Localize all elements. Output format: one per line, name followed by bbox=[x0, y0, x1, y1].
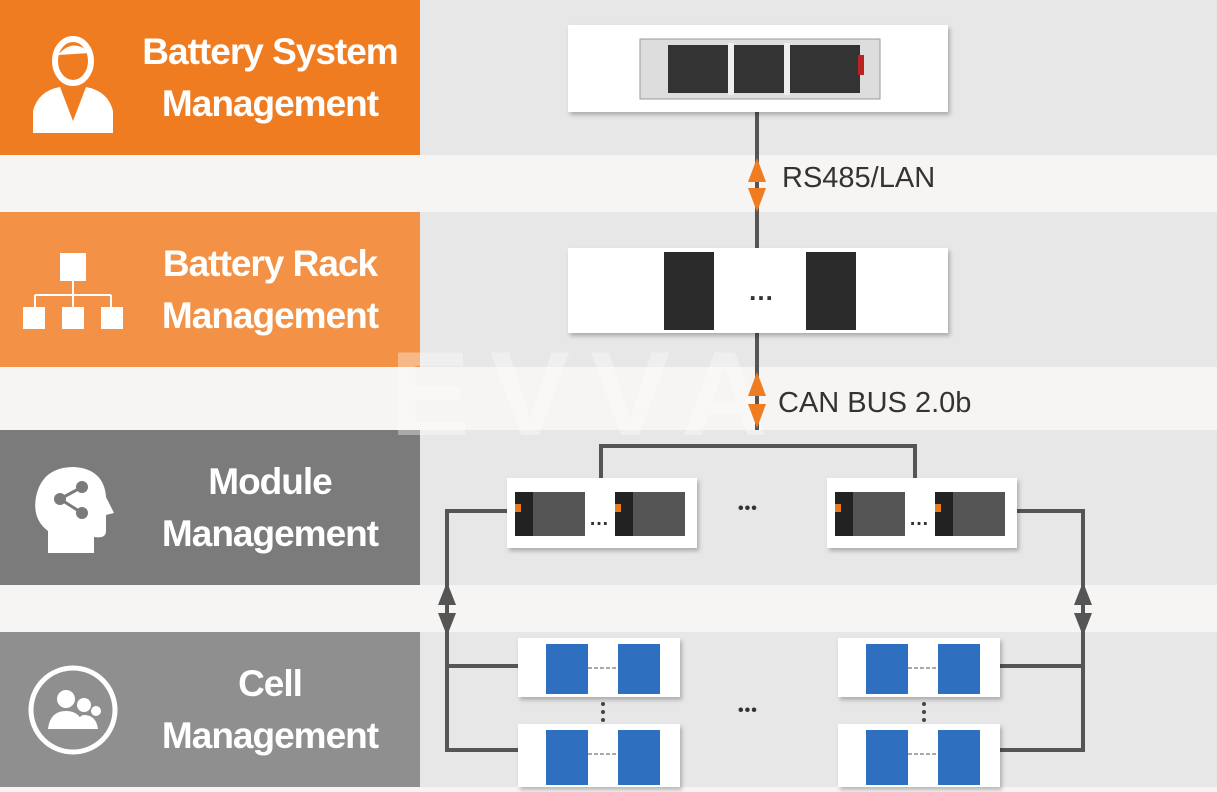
cell-group-image bbox=[518, 724, 680, 787]
bidirectional-arrow-gray bbox=[438, 582, 1092, 636]
layer-title: Management bbox=[161, 294, 379, 336]
module-group-image: … bbox=[827, 478, 1017, 548]
layer-title: Module bbox=[208, 460, 332, 502]
layer-title: Battery Rack bbox=[162, 242, 378, 284]
watermark: EVVA bbox=[390, 327, 788, 461]
hierarchy-icon bbox=[23, 252, 123, 329]
battery-racks-image: … bbox=[568, 248, 948, 333]
layer-title: Management bbox=[161, 512, 379, 554]
head-network-icon bbox=[35, 466, 115, 553]
ellipsis: … bbox=[909, 508, 930, 530]
link-label-rs485: RS485/LAN bbox=[782, 162, 936, 194]
ellipsis: ••• bbox=[738, 500, 758, 517]
module-group-image: … bbox=[507, 478, 697, 548]
link-label-canbus: CAN BUS 2.0b bbox=[778, 387, 972, 419]
ellipsis: ••• bbox=[738, 702, 758, 719]
cell-group-image bbox=[838, 638, 1000, 697]
person-icon bbox=[33, 35, 113, 133]
cell-group-image bbox=[518, 638, 680, 697]
layer-title: Battery System bbox=[142, 30, 398, 72]
ellipsis: … bbox=[589, 508, 610, 530]
layer-title: Cell bbox=[238, 662, 303, 704]
cell-group-image bbox=[838, 724, 1000, 787]
layer-title: Management bbox=[161, 82, 379, 124]
bidirectional-arrow-orange bbox=[748, 158, 766, 428]
ellipsis: … bbox=[748, 276, 775, 306]
group-users-icon bbox=[28, 665, 118, 754]
layer-title: Management bbox=[161, 714, 379, 756]
battery-system-container-image bbox=[568, 25, 948, 112]
